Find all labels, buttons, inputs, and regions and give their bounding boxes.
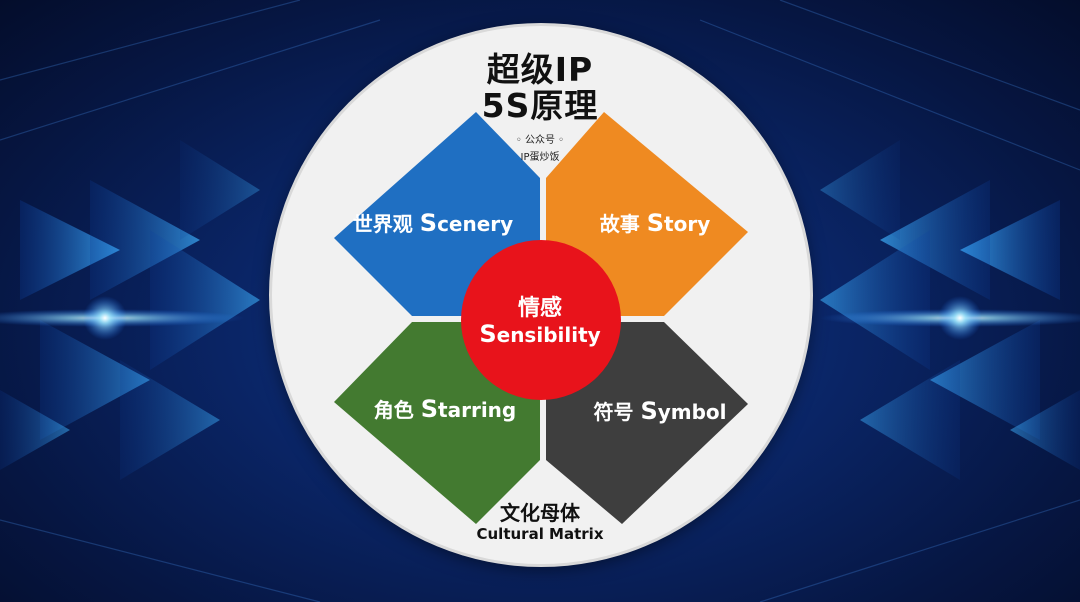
center-zh-label: 情感	[517, 296, 562, 321]
title-line-1: 超级IP	[486, 50, 594, 89]
petal-story-label: 故事 Story	[599, 209, 711, 237]
center-sensibility-circle	[461, 240, 621, 400]
title-line-2: 5S原理	[481, 86, 599, 125]
petal-scenery-label: 世界观 Scenery	[352, 209, 514, 237]
petal-starring-label: 角色 Starring	[373, 395, 517, 423]
petal-symbol-label: 符号 Symbol	[593, 397, 727, 425]
right-triangle-cluster	[820, 140, 1080, 480]
footer-en-label: Cultural Matrix	[476, 525, 604, 543]
public-account-label: ◦ 公众号 ◦	[515, 135, 565, 146]
public-account-name: IP蛋炒饭	[520, 152, 560, 163]
footer-zh-label: 文化母体	[500, 501, 580, 525]
center-en-label: Sensibility	[479, 320, 601, 348]
left-triangle-cluster	[0, 140, 260, 480]
